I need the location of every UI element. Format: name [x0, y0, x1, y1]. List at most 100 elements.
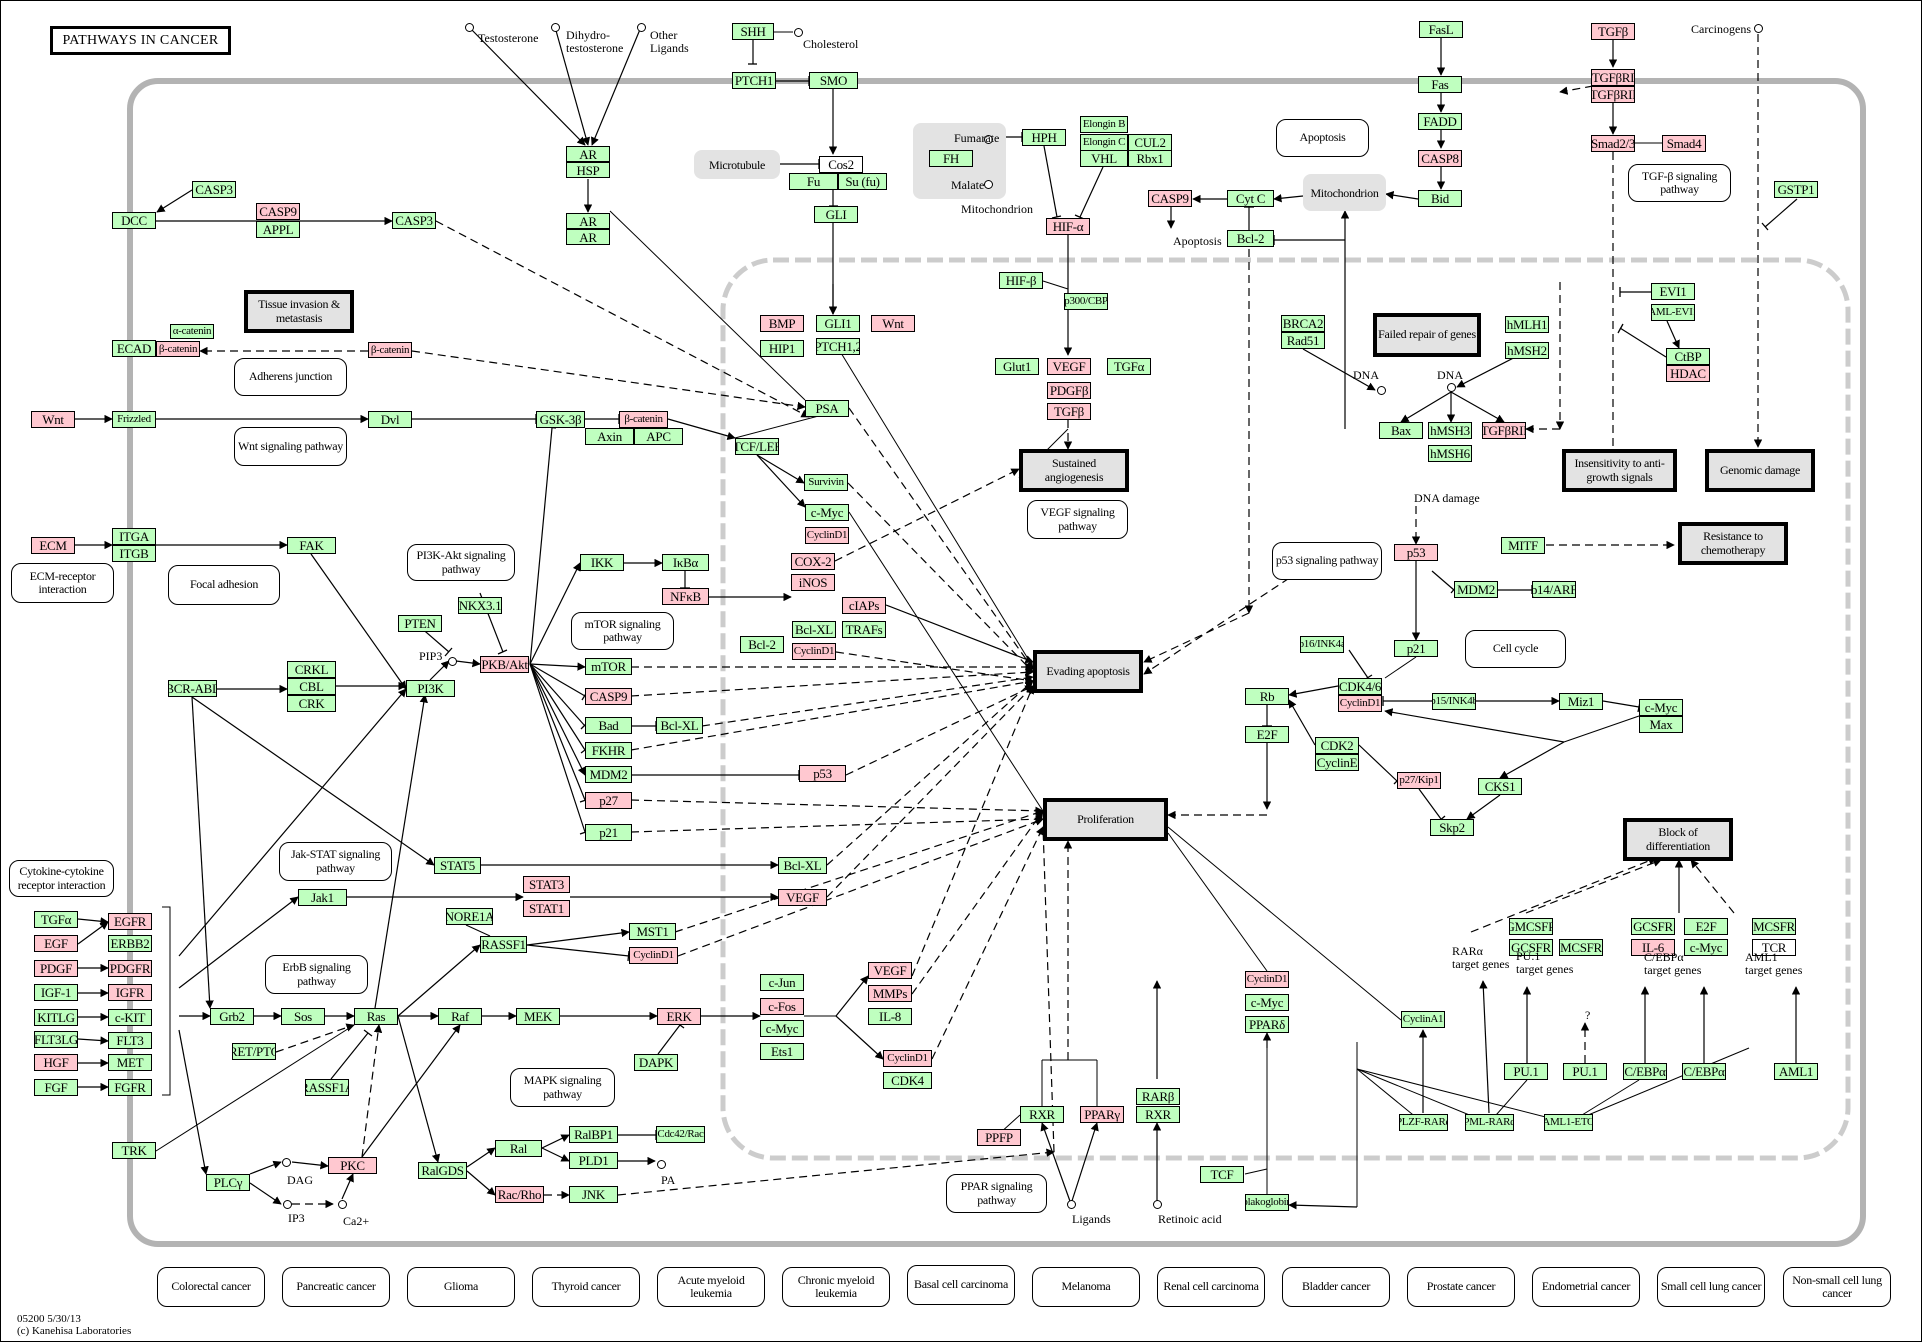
gene-node-ral[interactable]: Ral — [495, 1140, 542, 1157]
gene-node-c-myc[interactable]: c-Myc — [1684, 939, 1728, 956]
gene-node-rbx1[interactable]: Rbx1 — [1128, 150, 1172, 167]
gene-node-gcsfr[interactable]: GCSFR — [1631, 918, 1675, 935]
pathway-link-acute-myeloid-leukemia[interactable]: Acute myeloid leukemia — [657, 1267, 765, 1307]
gene-node-hdac[interactable]: HDAC — [1666, 365, 1710, 382]
gene-node-hgf[interactable]: HGF — [34, 1054, 78, 1071]
gene-node-plc[interactable]: PLCγ — [206, 1174, 250, 1191]
gene-node-ecm[interactable]: ECM — [31, 537, 75, 554]
gene-node-nkx3-1[interactable]: NKX3.1 — [458, 597, 502, 614]
gene-node-tcr[interactable]: TCR — [1752, 939, 1796, 956]
pathway-link-thyroid-cancer[interactable]: Thyroid cancer — [532, 1267, 640, 1307]
phenotype-block-of-differentiation[interactable]: Block of differentiation — [1623, 818, 1733, 861]
gene-node-fgf[interactable]: FGF — [34, 1079, 78, 1096]
gene-node-pld1[interactable]: PLD1 — [569, 1152, 618, 1169]
gene-node-elongin-c[interactable]: Elongin C — [1080, 134, 1128, 151]
gene-node-mdm2[interactable]: MDM2 — [585, 766, 632, 783]
gene-node-c-ebp[interactable]: C/EBPα — [1623, 1063, 1667, 1080]
gene-node-hmsh3[interactable]: hMSH3 — [1428, 422, 1472, 439]
pathway-link-wnt-signaling-pathway[interactable]: Wnt signaling pathway — [234, 427, 347, 466]
gene-node-catenin[interactable]: β-catenin — [619, 411, 668, 428]
gene-node-appl[interactable]: APPL — [256, 221, 300, 238]
gene-node-hmlh1[interactable]: hMLH1 — [1505, 316, 1549, 333]
gene-node-gcsfr[interactable]: GCSFR — [1509, 939, 1553, 956]
gene-node-egf[interactable]: EGF — [34, 935, 78, 952]
gene-node-p21[interactable]: p21 — [1394, 640, 1438, 657]
gene-node-bad[interactable]: Bad — [585, 717, 632, 734]
gene-node-cul2[interactable]: CUL2 — [1128, 134, 1172, 151]
gene-node-crk[interactable]: CRK — [287, 695, 336, 712]
gene-node-cos2[interactable]: Cos2 — [819, 156, 863, 173]
pathway-link-renal-cell-carcinoma[interactable]: Renal cell carcinoma — [1157, 1267, 1265, 1307]
gene-node-p300-cbp[interactable]: p300/CBP — [1064, 293, 1108, 310]
gene-node-hip1[interactable]: HIP1 — [760, 340, 804, 357]
gene-node-mmps[interactable]: MMPs — [868, 985, 912, 1002]
gene-node-rar[interactable]: RARβ — [1136, 1088, 1180, 1105]
gene-node-cyclind1[interactable]: CyclinD1 — [1245, 971, 1289, 988]
gene-node-p53[interactable]: p53 — [1394, 544, 1438, 561]
gene-node-survivin[interactable]: Survivin — [804, 474, 848, 491]
gene-node-p15-ink4b[interactable]: p15/INK4b — [1432, 693, 1476, 710]
gene-node-cyt-c[interactable]: Cyt C — [1227, 190, 1274, 207]
gene-node-jak1[interactable]: Jak1 — [298, 889, 347, 906]
gene-node-fh[interactable]: FH — [929, 150, 973, 167]
gene-node-cdk4-6[interactable]: CDK4/6 — [1338, 678, 1382, 695]
gene-node-pdgf[interactable]: PDGFβ — [1047, 382, 1091, 399]
gene-node-ctbp[interactable]: CtBP — [1666, 348, 1710, 365]
gene-node-casp9[interactable]: CASP9 — [256, 203, 300, 220]
gene-node-ets1[interactable]: Ets1 — [760, 1043, 804, 1060]
phenotype-failed-repair-of-genes[interactable]: Failed repair of genes — [1373, 313, 1481, 357]
gene-node-pkc[interactable]: PKC — [328, 1157, 377, 1174]
gene-node-e2f[interactable]: E2F — [1684, 918, 1728, 935]
gene-node-pdgfr[interactable]: PDGFR — [108, 960, 152, 977]
pathway-link-apoptosis[interactable]: Apoptosis — [1276, 119, 1369, 157]
gene-node-mek[interactable]: MEK — [516, 1008, 560, 1025]
gene-node-dapk[interactable]: DAPK — [634, 1054, 678, 1071]
gene-node-itga[interactable]: ITGA — [112, 528, 156, 545]
compound-ca-icon[interactable] — [338, 1200, 347, 1209]
gene-node-mitf[interactable]: MITF — [1501, 537, 1545, 554]
compound-retinoic-icon[interactable] — [1153, 1200, 1162, 1209]
compound-pip3-icon[interactable] — [448, 657, 457, 666]
gene-node-cyclind1[interactable]: CyclinD1 — [1338, 695, 1382, 712]
compound-dna1-icon[interactable] — [1377, 386, 1386, 395]
gene-node-hif[interactable]: HIF-α — [1046, 218, 1090, 235]
pathway-link-endometrial-cancer[interactable]: Endometrial cancer — [1532, 1267, 1640, 1307]
gene-node-cdc42-rac[interactable]: Cdc42/Rac — [656, 1126, 705, 1143]
pathway-link-pancreatic-cancer[interactable]: Pancreatic cancer — [282, 1267, 390, 1307]
gene-node-axin[interactable]: Axin — [585, 428, 634, 445]
gene-node-tgf[interactable]: TGFα — [34, 911, 78, 928]
pathway-link-cytokine-cytokine-receptor-interaction[interactable]: Cytokine-cytokine receptor interaction — [9, 860, 114, 897]
gene-node-p14-arf[interactable]: p14/ARF — [1532, 581, 1576, 598]
gene-node-casp9[interactable]: CASP9 — [1148, 190, 1192, 207]
gene-node-plzf-rar[interactable]: PLZF-RARα — [1399, 1114, 1448, 1131]
gene-node-trafs[interactable]: TRAFs — [842, 621, 886, 638]
compound-malate-icon[interactable] — [984, 180, 993, 189]
gene-node-nf-b[interactable]: NFκB — [662, 588, 709, 605]
gene-node-p27-kip1[interactable]: p27/Kip1 — [1397, 772, 1441, 789]
gene-node-aml-evi1[interactable]: AML-EVI1 — [1651, 304, 1695, 321]
gene-node-cdk2[interactable]: CDK2 — [1315, 737, 1359, 754]
gene-node-cyclind1[interactable]: CyclinD1 — [883, 1050, 932, 1067]
gene-node-c-myc[interactable]: c-Myc — [760, 1020, 804, 1037]
gene-node-tgf-rii[interactable]: TGFβRII — [1591, 86, 1635, 103]
gene-node-raf[interactable]: Raf — [438, 1008, 482, 1025]
gene-node-vegf[interactable]: VEGF — [1047, 358, 1091, 375]
compound-dag-icon[interactable] — [282, 1158, 291, 1167]
phenotype-tissue-invasion-metastasis[interactable]: Tissue invasion & metastasis — [244, 290, 354, 333]
pathway-link-jak-stat-signaling-pathway[interactable]: Jak-STAT signaling pathway — [279, 842, 392, 881]
gene-node-trk[interactable]: TRK — [112, 1142, 156, 1159]
gene-node-jnk[interactable]: JNK — [569, 1186, 618, 1203]
gene-node-p53[interactable]: p53 — [799, 765, 846, 782]
gene-node-rxr[interactable]: RXR — [1136, 1106, 1180, 1123]
gene-node-ppar[interactable]: PPARγ — [1080, 1106, 1124, 1123]
gene-node-vegf[interactable]: VEGF — [778, 889, 827, 906]
pathway-link-vegf-signaling-pathway[interactable]: VEGF signaling pathway — [1027, 500, 1128, 539]
gene-node-ecad[interactable]: ECAD — [112, 340, 156, 357]
gene-node-gmcsfr[interactable]: GMCSFR — [1509, 918, 1553, 935]
pathway-link-mapk-signaling-pathway[interactable]: MAPK signaling pathway — [510, 1068, 615, 1107]
gene-node-ret-ptc[interactable]: RET/PTC — [232, 1043, 276, 1060]
gene-node-casp3[interactable]: CASP3 — [192, 181, 236, 198]
gene-node-c-jun[interactable]: c-Jun — [760, 974, 804, 991]
gene-node-tgf-ri[interactable]: TGFβRI — [1591, 69, 1635, 86]
gene-node-egfr[interactable]: EGFR — [108, 913, 152, 930]
